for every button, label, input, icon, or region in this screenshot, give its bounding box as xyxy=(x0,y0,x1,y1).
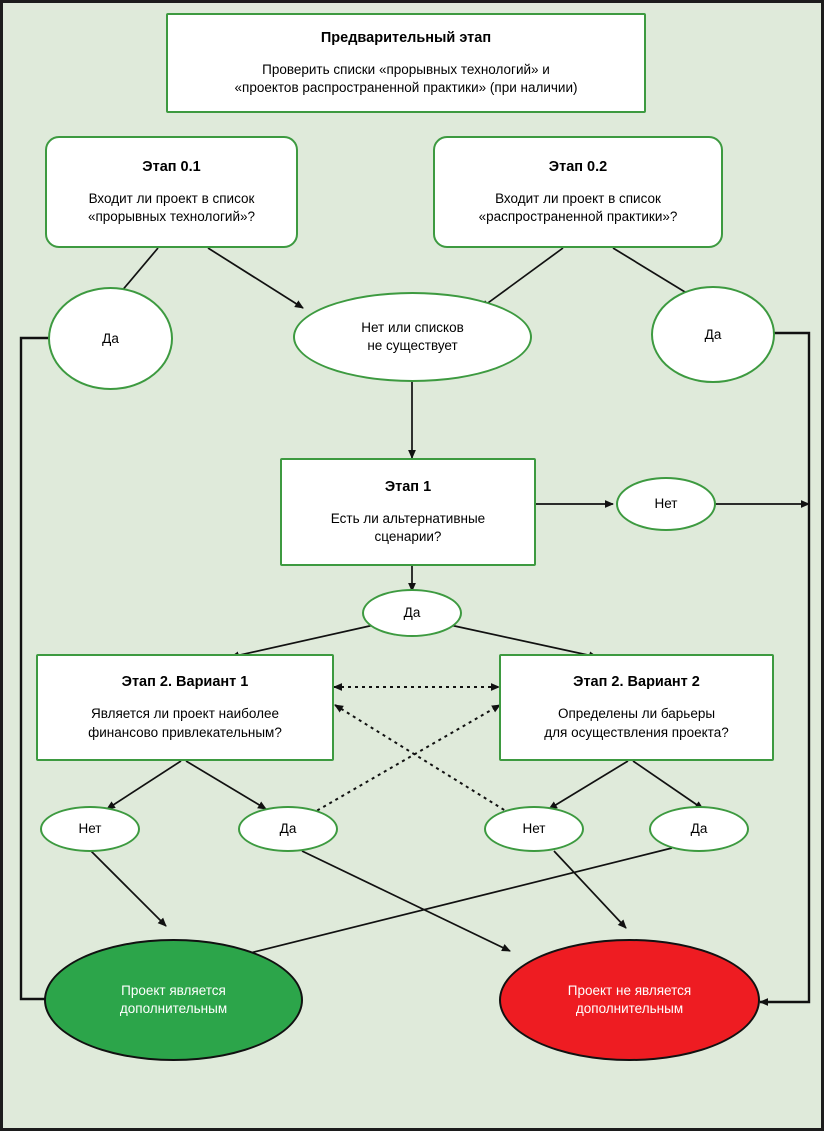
edge-var2-to-yes xyxy=(632,760,704,810)
var2-no-label: Нет xyxy=(522,821,546,837)
stage1-yes-label: Да xyxy=(403,605,421,621)
node-stage1-yes[interactable]: Да xyxy=(362,589,462,637)
node-preliminary-stage[interactable]: Предварительный этап Проверить списки «п… xyxy=(166,13,646,113)
var1-body-line1: Является ли проект наиболее xyxy=(90,706,280,722)
node-stage-1[interactable]: Этап 1 Есть ли альтернативные сценарии? xyxy=(280,458,536,566)
stage01-body-line1: Входит ли проект в список xyxy=(88,190,255,206)
var2-yes-label: Да xyxy=(690,821,708,837)
edge-stage01-to-no-lists xyxy=(207,247,304,309)
node-yes-right-stage0[interactable]: Да xyxy=(651,286,775,383)
node-var2-no[interactable]: Нет xyxy=(484,806,584,852)
stage1-body-line2: сценарии? xyxy=(374,529,442,545)
var1-yes-label: Да xyxy=(279,821,297,837)
no-lists-line1: Нет или списков xyxy=(361,320,464,336)
preliminary-title: Предварительный этап xyxy=(320,29,492,46)
stage01-body-line2: «прорывных технологий»? xyxy=(87,209,256,225)
node-stage-2-variant-2[interactable]: Этап 2. Вариант 2 Определены ли барьеры … xyxy=(499,654,774,761)
edge-stage02-to-no-lists xyxy=(480,247,564,309)
preliminary-body: Проверить списки «прорывных технологий» … xyxy=(235,61,578,97)
node-outcome-not-additional[interactable]: Проект не является дополнительным xyxy=(499,939,760,1061)
var2-body: Определены ли барьеры для осуществления … xyxy=(544,705,728,741)
outcome-additional-line2: дополнительным xyxy=(119,1001,228,1016)
edge-yes-to-var1 xyxy=(230,624,375,660)
var1-body: Является ли проект наиболее финансово пр… xyxy=(88,705,282,741)
no-lists-label: Нет или списков не существует xyxy=(361,319,464,354)
edge-var1-to-yes xyxy=(185,760,267,810)
edge-var2no-to-var1 xyxy=(334,704,523,822)
outcome-additional-label: Проект является дополнительным xyxy=(120,982,227,1018)
node-stage-2-variant-1[interactable]: Этап 2. Вариант 1 Является ли проект наи… xyxy=(36,654,334,761)
var2-body-line2: для осуществления проекта? xyxy=(544,724,729,740)
node-var1-no[interactable]: Нет xyxy=(40,806,140,852)
outcome-additional-line1: Проект является xyxy=(121,982,226,998)
edge-var1no-to-additional xyxy=(90,850,167,927)
node-no-lists[interactable]: Нет или списков не существует xyxy=(293,292,532,382)
outcome-not-additional-label: Проект не является дополнительным xyxy=(568,982,691,1018)
stage1-no-label: Нет xyxy=(654,496,678,512)
var2-title: Этап 2. Вариант 2 xyxy=(573,674,700,691)
node-yes-left-stage0[interactable]: Да xyxy=(48,287,173,390)
node-stage-0-2[interactable]: Этап 0.2 Входит ли проект в список «расп… xyxy=(433,136,723,248)
var1-title: Этап 2. Вариант 1 xyxy=(121,674,249,691)
outcome-not-additional-line1: Проект не является xyxy=(567,982,692,998)
stage1-body-line1: Есть ли альтернативные xyxy=(330,510,486,526)
stage1-body: Есть ли альтернативные сценарии? xyxy=(331,510,485,546)
stage01-title: Этап 0.1 xyxy=(142,158,201,175)
edge-var2no-to-not-additional xyxy=(553,850,627,929)
yes-right-label: Да xyxy=(704,326,722,342)
stage01-body: Входит ли проект в список «прорывных тех… xyxy=(88,190,255,226)
preliminary-body-line1: Проверить списки «прорывных технологий» … xyxy=(262,61,550,77)
stage1-title: Этап 1 xyxy=(384,478,432,495)
var1-no-label: Нет xyxy=(78,821,102,837)
node-var1-yes[interactable]: Да xyxy=(238,806,338,852)
yes-left-label: Да xyxy=(102,330,119,346)
edge-var1yes-to-not-additional xyxy=(301,850,511,952)
node-outcome-additional[interactable]: Проект является дополнительным xyxy=(44,939,303,1061)
no-lists-line2: не существует xyxy=(367,338,458,353)
edge-var2-to-no xyxy=(548,760,629,810)
node-stage-0-1[interactable]: Этап 0.1 Входит ли проект в список «прор… xyxy=(45,136,298,248)
var1-body-line2: финансово привлекательным? xyxy=(88,724,282,740)
node-stage1-no[interactable]: Нет xyxy=(616,477,716,531)
stage02-title: Этап 0.2 xyxy=(548,158,608,175)
node-var2-yes[interactable]: Да xyxy=(649,806,749,852)
preliminary-body-line2: «проектов распространенной практики» (пр… xyxy=(234,80,578,96)
stage02-body-line1: Входит ли проект в список xyxy=(495,190,661,206)
outcome-not-additional-line2: дополнительным xyxy=(575,1001,684,1016)
edge-yes-to-var2 xyxy=(449,624,598,660)
var2-body-line1: Определены ли барьеры xyxy=(557,706,716,722)
stage02-body: Входит ли проект в список «распространен… xyxy=(479,190,678,226)
stage02-body-line2: «распространенной практики»? xyxy=(478,209,678,225)
edge-var1-to-no xyxy=(106,760,182,810)
